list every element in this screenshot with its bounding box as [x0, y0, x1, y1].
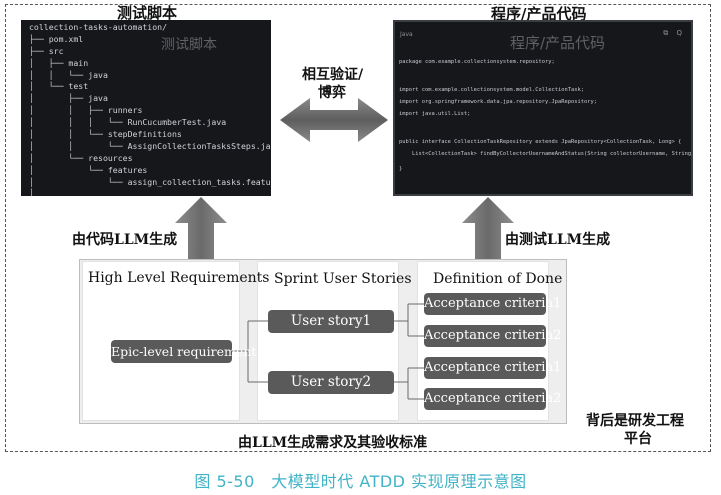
- file-tree-line: │ │ ├── runners: [29, 105, 143, 116]
- file-tree-line: │ │ └── stepDefinitions: [29, 129, 182, 140]
- file-tree-line: │ │ │ └── RunCucumberTest.java: [29, 117, 227, 128]
- acceptance-criteria-4-node: Acceptance criteria2: [424, 388, 561, 410]
- file-tree-line: │ ├── main: [29, 57, 89, 68]
- acceptance-criteria-2-node: Acceptance criteria2: [424, 325, 561, 347]
- mutual-verification-label-line2: 博弈: [318, 85, 346, 101]
- file-tree-line: │ └── features: [29, 164, 148, 175]
- figure-caption: 图 5-50 大模型时代 ATDD 实现原理示意图: [194, 472, 527, 491]
- file-tree-line: │ │ └── java: [29, 69, 108, 80]
- file-tree-line: │ └── test: [29, 81, 89, 92]
- language-tab: Java: [400, 31, 413, 38]
- platform-label-line1: 背后是研发工程: [586, 413, 684, 429]
- code-line: import com.example.collectionsystem.mode…: [399, 87, 584, 93]
- high-level-requirements-title: High Level Requirements: [88, 270, 270, 286]
- llm-requirements-label: 由LLM生成需求及其验收标准: [238, 435, 428, 451]
- file-tree-line: │: [29, 188, 34, 196]
- copy-search-icons: ⧉ Q: [663, 29, 685, 37]
- definition-of-done-title: Definition of Done: [433, 271, 563, 287]
- sprint-user-stories-title: Sprint User Stories: [274, 271, 412, 287]
- code-line: public interface CollectionTaskRepositor…: [399, 139, 682, 145]
- file-tree-line: collection-tasks-automation/: [29, 22, 168, 32]
- file-tree-line: │ ├── java: [29, 93, 108, 104]
- file-tree-line: │ └── resources: [29, 152, 133, 163]
- product-code-watermark: 程序/产品代码: [510, 34, 606, 52]
- test-script-label: 测试脚本: [117, 4, 178, 22]
- mutual-verification-label-line1: 相互验证/: [302, 67, 364, 83]
- code-line: List<CollectionTask> findByCollectorUser…: [399, 151, 693, 157]
- by-code-llm-label: 由代码LLM生成: [72, 232, 178, 248]
- test-script-watermark: 测试脚本: [161, 37, 217, 53]
- file-tree-line: │ │ └── AssignCollectionTasksSteps.java: [29, 140, 271, 151]
- acceptance-criteria-3-node: Acceptance criteria1: [424, 357, 561, 379]
- user-story-2-node: User story2: [268, 371, 394, 394]
- user-story-1-node: User story1: [268, 310, 394, 333]
- test-script-panel: 测试脚本 collection-tasks-automation/├── pom…: [21, 20, 271, 196]
- code-line: import java.util.List;: [399, 111, 471, 117]
- project-file-tree: collection-tasks-automation/├── pom.xml├…: [29, 22, 271, 196]
- code-line: import org.springframework.data.jpa.repo…: [399, 99, 597, 105]
- product-code-panel: Java ⧉ Q 程序/产品代码 package com.example.col…: [393, 20, 693, 196]
- code-line: package com.example.collectionsystem.rep…: [399, 59, 555, 65]
- file-tree-line: │ └── assign_collection_tasks.feature: [29, 176, 271, 187]
- file-tree-line: ├── src: [29, 45, 64, 56]
- by-test-llm-label: 由测试LLM生成: [505, 232, 611, 248]
- acceptance-criteria-1-node: Acceptance criteria1: [424, 293, 561, 315]
- platform-label-line2: 平台: [624, 431, 652, 447]
- engineering-platform-boundary: [5, 4, 711, 452]
- code-line: }: [399, 166, 403, 172]
- file-tree-line: ├── pom.xml: [29, 33, 84, 44]
- product-code-label: 程序/产品代码: [491, 5, 587, 23]
- epic-level-requirement-node: Epic-level requirement: [111, 340, 256, 363]
